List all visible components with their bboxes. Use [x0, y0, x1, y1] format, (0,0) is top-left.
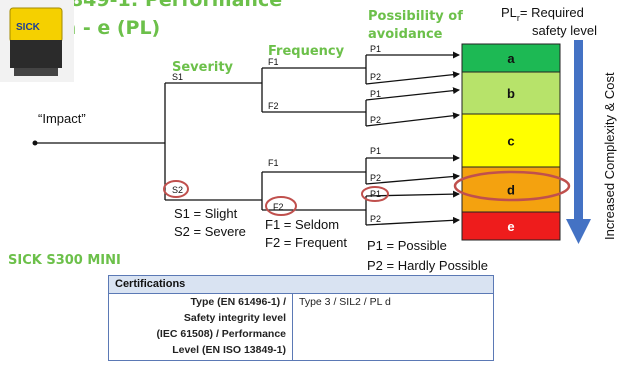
upper-f1-label: F1: [268, 57, 279, 67]
upper-f2-label: F2: [268, 101, 279, 111]
level-c-block: [461, 113, 561, 168]
plr-prefix: PL: [501, 5, 517, 20]
avoidance-header-line1: Possibility of: [368, 9, 463, 24]
level-e-label: e: [507, 219, 514, 234]
level-c-label: c: [507, 134, 514, 149]
arrow-p2-1: [365, 71, 460, 85]
performance-level-column: a b c d e: [461, 43, 561, 241]
cert-label-line1: Type (EN 61496-1) /: [190, 296, 286, 308]
legend-f1: F1 = Seldom: [265, 217, 339, 232]
arrow-p2-2: [365, 112, 460, 127]
legend-s2: S2 = Severe: [174, 224, 246, 239]
cert-label-line2: Safety integrity level: [183, 312, 286, 324]
arrow-p2-3: [365, 173, 460, 185]
plr-header-line1: PLr= Required: [501, 5, 584, 23]
product-name: SICK S300 MINI: [8, 253, 121, 268]
legend-p1: P1 = Possible: [367, 238, 447, 253]
p-label-6: P2: [370, 173, 381, 183]
p-label-5: P1: [370, 146, 381, 156]
p-label-3: P1: [370, 89, 381, 99]
legend-s1: S1 = Slight: [174, 206, 238, 221]
p-label-1: P1: [370, 44, 381, 54]
p-label-4: P2: [370, 115, 381, 125]
certifications-table: Certifications Type (EN 61496-1) / Safet…: [108, 275, 494, 361]
s1-node-label: S1: [172, 72, 183, 82]
level-b-block: [461, 71, 561, 115]
lower-f2-label: F2: [273, 202, 284, 212]
avoidance-header-line2: avoidance: [368, 27, 443, 42]
level-e-block: [461, 211, 561, 241]
plr-suffix: = Required: [520, 5, 584, 20]
level-a-label: a: [507, 51, 515, 66]
legend-f2: F2 = Frequent: [265, 235, 347, 250]
level-b-label: b: [507, 86, 515, 101]
s2-node-label: S2: [172, 185, 183, 195]
cost-arrow-label: Increased Complexity & Cost: [602, 72, 617, 240]
device-brand-text: SICK: [16, 22, 41, 33]
lower-f1-label: F1: [268, 158, 279, 168]
slide-title-line1: ISO 13849-1: Performance: [0, 0, 283, 11]
f2-highlight-circle: [265, 196, 297, 216]
p1-highlight-circle: [361, 186, 389, 202]
level-d-label: d: [507, 183, 515, 198]
level-d-highlight: [453, 170, 571, 202]
arrow-p1-4: [365, 190, 460, 198]
s2-highlight-circle: [163, 180, 189, 198]
impact-label: “Impact”: [38, 111, 86, 126]
legend-p2: P2 = Hardly Possible: [367, 258, 488, 273]
plr-subscript: r: [517, 13, 520, 23]
plr-header-line2: safety level: [532, 23, 597, 38]
arrow-p1-2: [365, 87, 460, 101]
cost-arrow-head: [566, 219, 591, 244]
sick-scanner-image: SICK: [0, 0, 74, 82]
cert-label-line3: (IEC 61508) / Performance: [156, 328, 286, 340]
certification-value-cell: Type 3 / SIL2 / PL d: [299, 296, 391, 308]
cost-arrow-shaft: [574, 40, 583, 220]
frequency-header: Frequency: [268, 44, 345, 59]
arrow-p2-4: [365, 216, 460, 226]
certifications-header: Certifications: [109, 276, 493, 294]
p-label-2: P2: [370, 72, 381, 82]
cert-label-line4: Level (EN ISO 13849-1): [172, 344, 286, 356]
certification-label-cell: Type (EN 61496-1) / Safety integrity lev…: [109, 294, 293, 360]
p-label-7: P1: [370, 189, 381, 199]
severity-header: Severity: [172, 60, 234, 75]
p-label-8: P2: [370, 214, 381, 224]
